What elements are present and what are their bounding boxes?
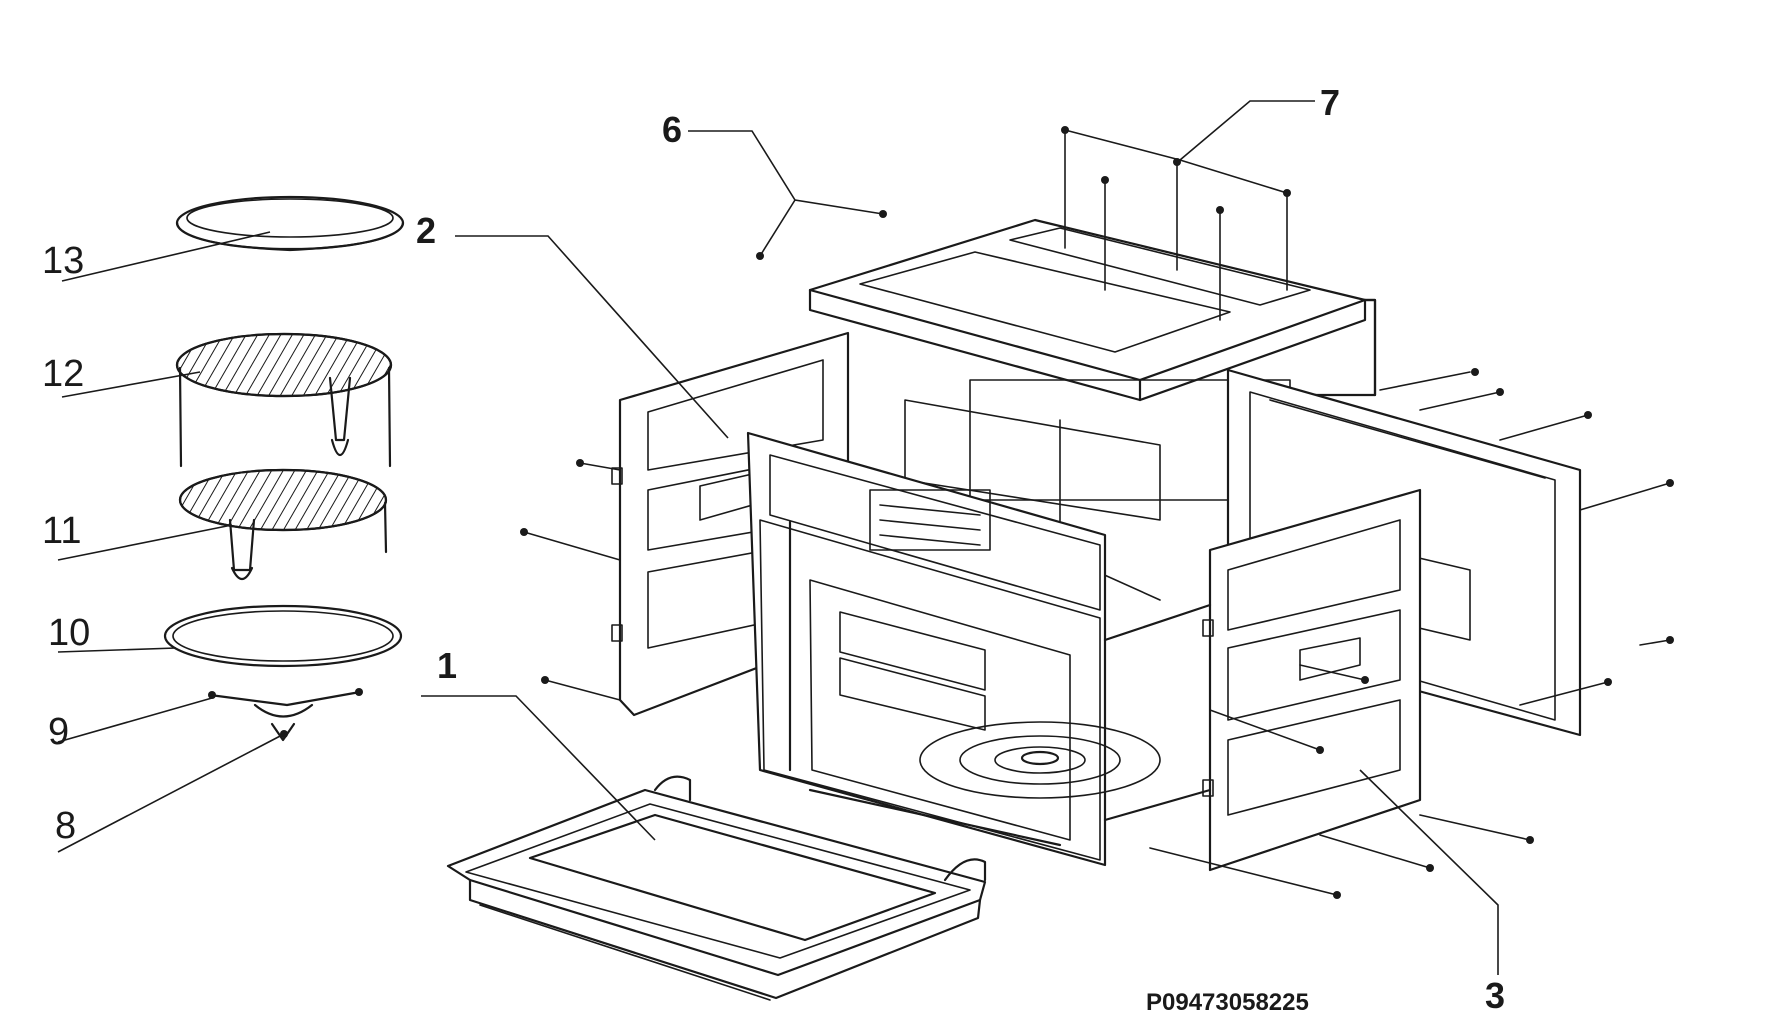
top-cover	[808, 218, 1377, 402]
oven-door	[446, 775, 987, 1001]
callout-2: 2	[416, 210, 436, 251]
callout-1: 1	[437, 645, 457, 686]
control-panel	[869, 489, 991, 551]
callout-6: 6	[662, 109, 682, 150]
callout-11: 11	[42, 510, 81, 552]
callout-labels: 13 12 11 10 9 8 2 1 6 7 3	[42, 82, 1505, 1016]
callout-9: 9	[48, 711, 69, 753]
low-grill-rack	[178, 468, 388, 581]
oven-cavity	[746, 431, 1161, 867]
baking-tray	[175, 195, 405, 252]
callout-7: 7	[1320, 82, 1340, 123]
panel-screws	[520, 210, 1674, 899]
right-side-panel	[1103, 488, 1422, 872]
callout-10: 10	[48, 612, 90, 654]
leader-lines	[57, 100, 1499, 975]
callout-12: 12	[42, 353, 84, 395]
roller-ring	[163, 604, 403, 668]
callout-3: 3	[1485, 975, 1505, 1016]
part-code: P09473058225	[1146, 989, 1309, 1016]
turntable-coupler	[270, 722, 296, 742]
high-grill-rack	[175, 332, 393, 468]
roller-support	[208, 688, 363, 718]
callout-13: 13	[42, 240, 84, 282]
callout-8: 8	[55, 805, 76, 847]
